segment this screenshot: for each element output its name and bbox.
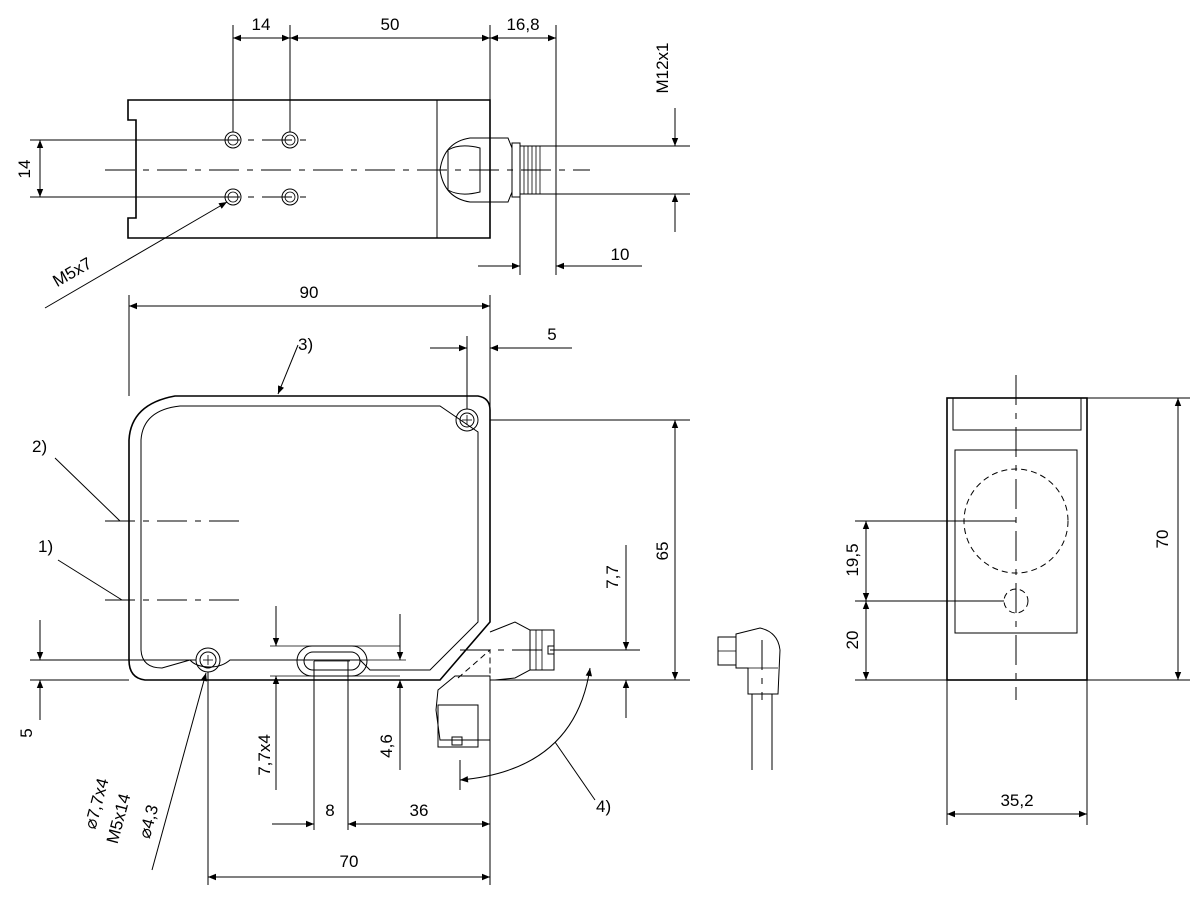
top-view: 14 50 16,8 M12x1 14 10 M5x7 xyxy=(15,15,690,309)
front-view-connector xyxy=(435,621,555,748)
dim-hole-spacing-x: 14 xyxy=(252,15,271,34)
label-3: 3) xyxy=(298,335,313,354)
top-view-housing xyxy=(127,99,491,239)
dim-bottom-offset: 5 xyxy=(17,728,36,737)
dim-corner-offset: 5 xyxy=(547,325,556,344)
hole-callout-3: ⌀4,3 xyxy=(135,803,162,841)
side-view-housing xyxy=(946,397,1088,681)
dim-slot-to-edge: 36 xyxy=(410,801,429,820)
led xyxy=(1003,588,1029,614)
dim-slot-height: 7,7x4 xyxy=(255,734,274,776)
side-dim-lens-offset: 19,5 xyxy=(843,543,862,576)
dim-width: 90 xyxy=(300,283,319,302)
label-1: 1) xyxy=(38,537,53,556)
dim-slot-width: 8 xyxy=(325,801,334,820)
dim-hole-spacing: 70 xyxy=(340,852,359,871)
side-dim-led-offset: 20 xyxy=(843,631,862,650)
dim-thread: M12x1 xyxy=(653,42,672,93)
dim-hole-spacing-y: 14 xyxy=(15,160,34,179)
label-4: 4) xyxy=(596,797,611,816)
hole-callout: M5x7 xyxy=(49,254,95,291)
dim-connector-tip: 10 xyxy=(611,245,630,264)
side-dim-width: 35,2 xyxy=(1000,791,1033,810)
dim-height: 65 xyxy=(653,542,672,561)
side-dim-height: 70 xyxy=(1153,530,1172,549)
front-view-housing xyxy=(128,395,491,681)
side-view: 70 19,5 20 35,2 xyxy=(843,375,1190,825)
dim-connector-length: 16,8 xyxy=(506,15,539,34)
front-view: 90 5 65 7,7 5 7,7x4 4,6 xyxy=(17,283,690,885)
hole-callout-2: M5x14 xyxy=(103,791,135,845)
dim-slot-depth: 4,6 xyxy=(377,734,396,758)
dim-connector-height: 7,7 xyxy=(603,565,622,589)
label-2: 2) xyxy=(32,437,47,456)
cable-connector-detail xyxy=(717,627,781,770)
dim-hole-to-connector: 50 xyxy=(381,15,400,34)
